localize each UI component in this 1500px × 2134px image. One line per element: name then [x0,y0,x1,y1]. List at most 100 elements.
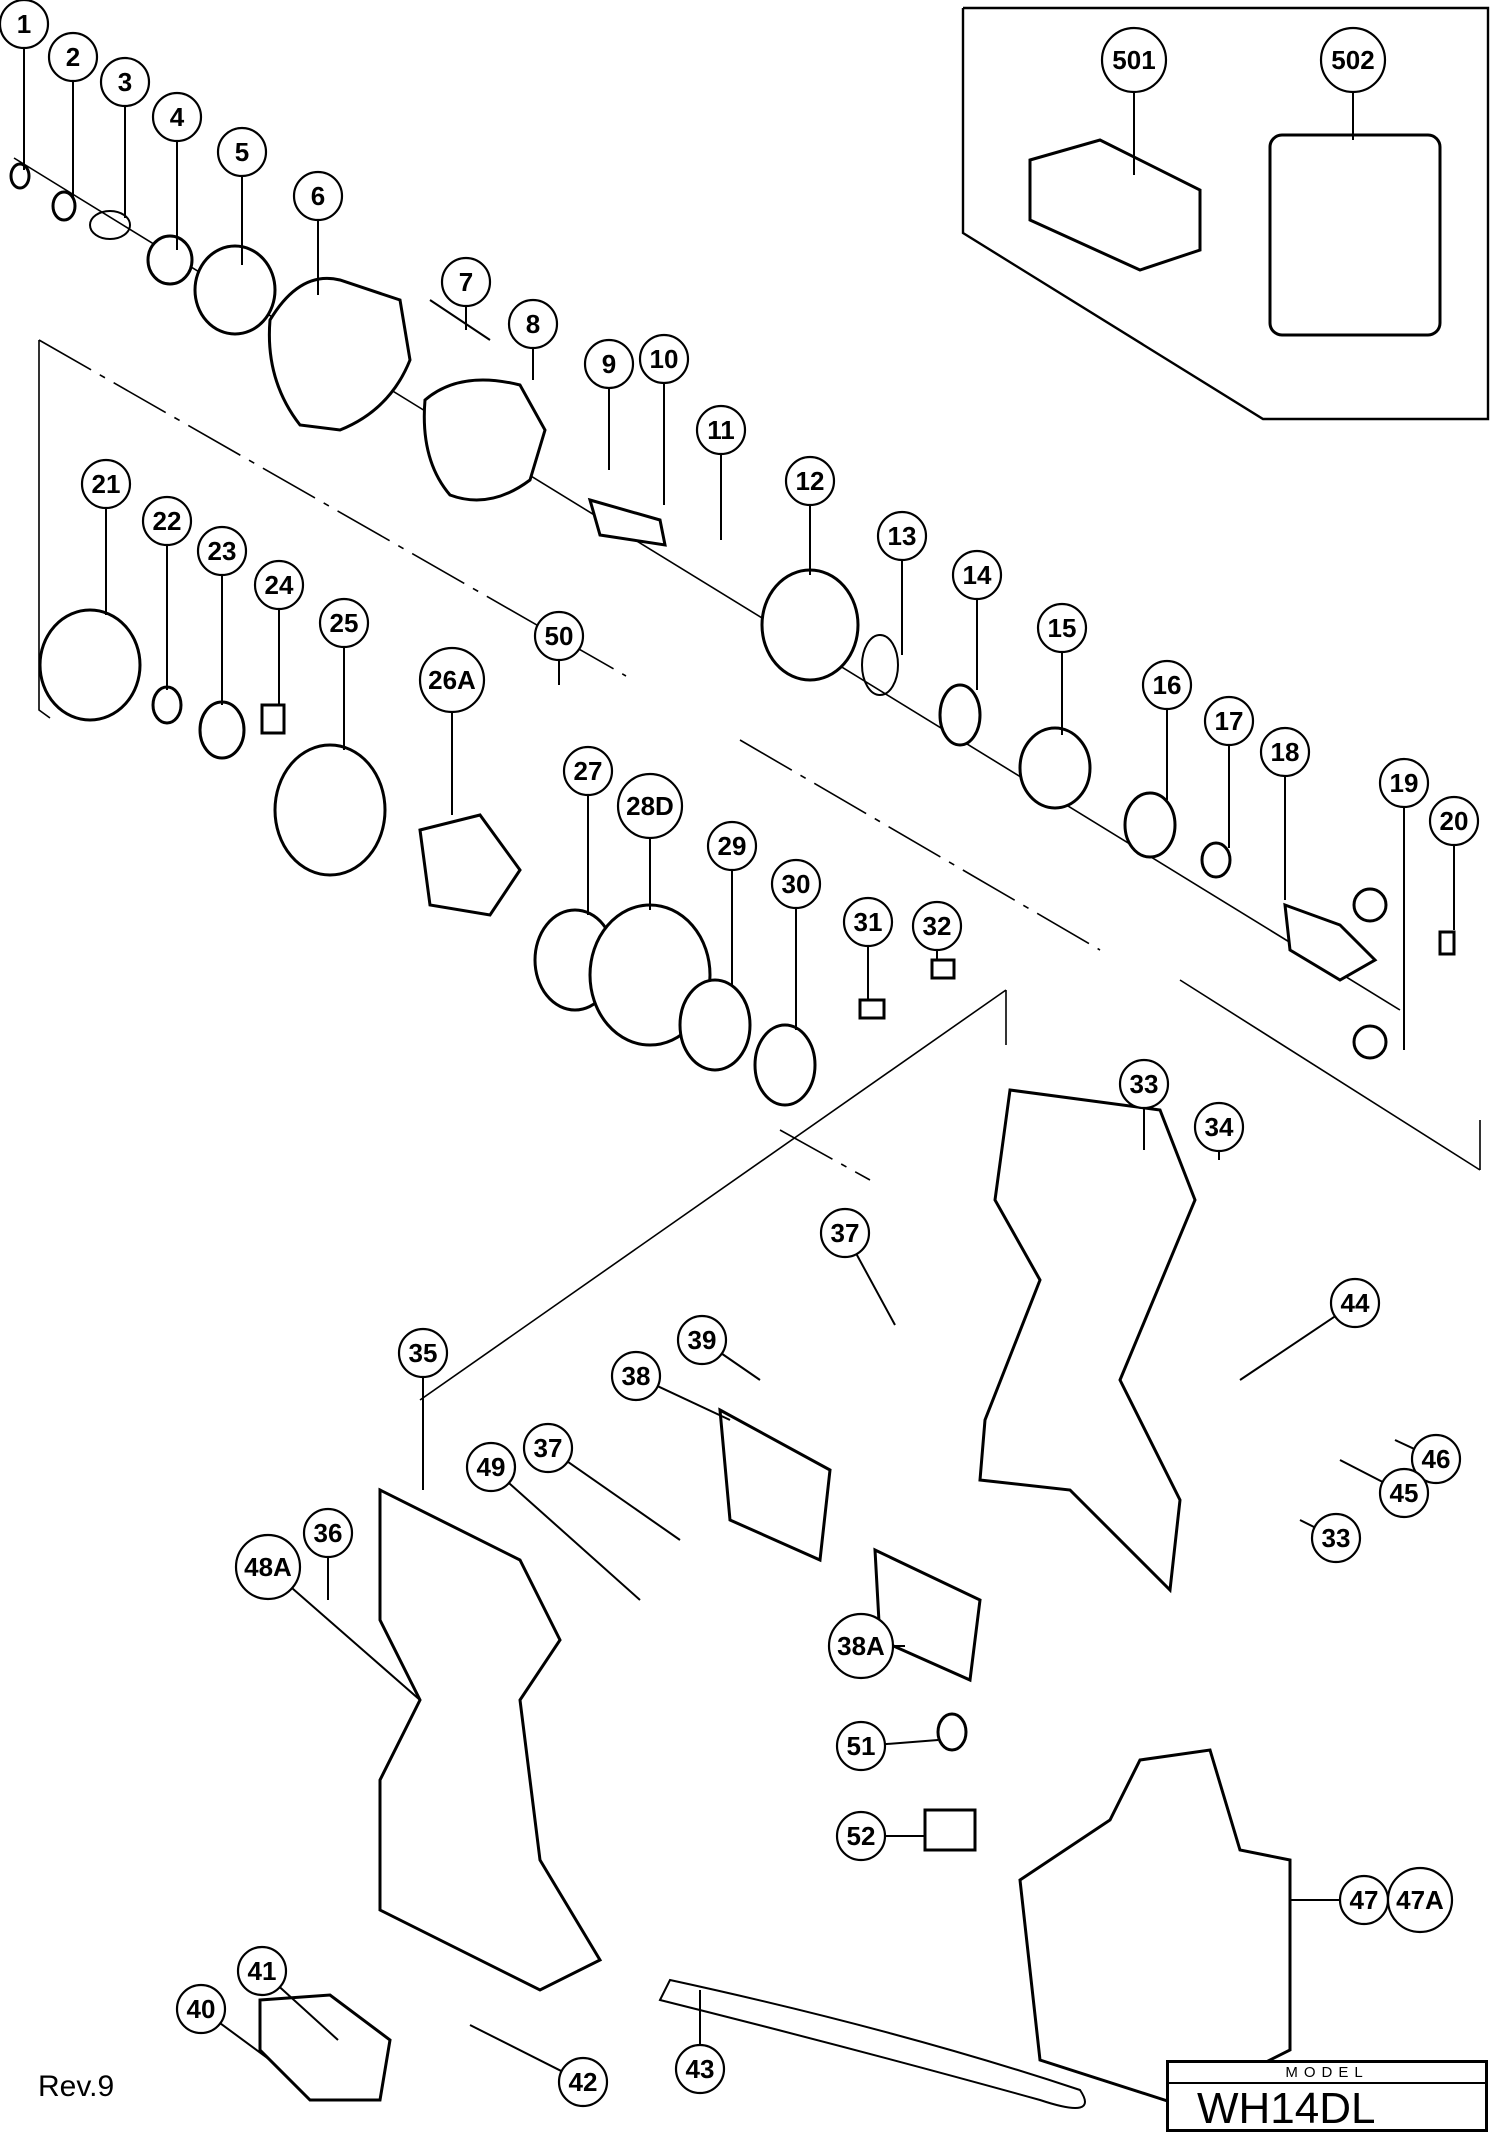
part-38-switch [718,1407,832,1563]
callout-number: 47 [1350,1885,1379,1915]
callout-number: 45 [1390,1478,1419,1508]
part-26A-armature [418,813,522,917]
callout-number: 37 [534,1433,563,1463]
part-24-clip [260,703,286,735]
model-box: MODEL WH14DL [1166,2060,1488,2133]
callout-50: 50 [533,610,585,685]
callout-circle [1329,1277,1381,1329]
callout-circle [784,455,836,507]
callout-number: 11 [707,415,735,445]
part-40-hook [258,1993,392,2102]
callout-circle [216,126,268,178]
callout-20: 20 [1428,795,1480,930]
leader-line [884,1739,939,1746]
callout-circle [835,1810,887,1862]
model-name: WH14DL [1197,2084,1376,2133]
leader-line [508,1482,641,1601]
callout-number: 13 [888,521,917,551]
callout-circle [234,1533,302,1601]
part-18-spindle [1283,902,1378,982]
callout-circle [583,338,635,390]
callout-circle [99,56,151,108]
callout-circle [1203,695,1255,747]
callout-number: 15 [1048,613,1077,643]
callout-circle [0,0,50,50]
callout-number: 26A [428,665,476,695]
callout-38A: 38A [827,1612,905,1680]
callout-number: 41 [248,1956,277,1986]
callout-circle [151,91,203,143]
callout-circle [1428,795,1480,847]
callout-24: 24 [253,559,305,705]
callout-32: 32 [911,900,963,960]
callout-circle [1410,1433,1462,1485]
leader-line [469,2024,563,2073]
callout-circle [835,1720,887,1772]
part-38A-switch [873,1547,982,1683]
callout-number: 20 [1440,806,1469,836]
callout-circle [876,510,928,562]
callout-number: 37 [831,1218,860,1248]
callout-circle [318,597,370,649]
callout-circle [302,1507,354,1559]
part-43-strap [658,1978,1086,2109]
part-51-connector [936,1712,968,1752]
callout-8: 8 [507,298,559,380]
callout-number: 38A [837,1631,885,1661]
callout-33: 33 [1118,1058,1170,1150]
part-20-pin [1438,930,1456,956]
callout-number: 9 [602,349,616,379]
callout-number: 8 [526,309,540,339]
callout-37: 37 [522,1422,681,1541]
callout-41: 41 [236,1945,339,2041]
callout-circle [253,559,305,611]
part-19-gear [1352,887,1388,923]
leader-line [279,1986,339,2041]
callout-40: 40 [175,1983,271,2061]
part-5-cap [193,244,277,336]
callout-33: 33 [1299,1512,1362,1564]
callout-7: 7 [440,256,492,330]
callout-43: 43 [674,1990,726,2095]
part-2-washer [51,190,77,222]
callout-circle [770,858,822,910]
callout-16: 16 [1141,659,1193,800]
callout-4: 4 [151,91,203,250]
callout-number: 30 [782,869,811,899]
assembly-axis-lines [13,157,1481,1401]
callout-number: 52 [847,1821,876,1851]
callout-5: 5 [216,126,268,265]
callout-circle [610,1350,662,1402]
callout-circle [695,404,747,456]
callout-44: 44 [1239,1277,1381,1381]
part-14-washer [938,683,982,747]
part-17-ring [1200,841,1232,879]
part-31-carbon-brush [858,998,886,1020]
part-52-terminal [923,1808,977,1852]
accessories-frame [961,6,1490,421]
callout-502: 502 [1319,26,1387,140]
callout-6: 6 [292,170,344,295]
callout-circle [819,1207,871,1259]
part-1-retaining-ring [9,162,31,190]
part-13-steel-ball [861,634,899,696]
leader-line [291,1587,421,1701]
callout-47: 47 [1290,1874,1390,1926]
callout-number: 2 [66,42,80,72]
part-502-carrying-case [1268,133,1442,337]
callout-circle [674,2043,726,2095]
part-32-brush-cap [930,958,956,980]
callout-number: 12 [796,466,825,496]
callout-47A: 47A [1386,1866,1454,1934]
callout-52: 52 [835,1810,925,1862]
model-heading: MODEL [1169,2063,1485,2084]
callout-34: 34 [1193,1101,1245,1160]
callout-number: 40 [187,1994,216,2024]
callout-2: 2 [47,31,99,198]
callout-number: 6 [311,181,325,211]
parts [9,133,1456,2109]
callout-22: 22 [141,495,193,690]
callout-number: 7 [459,267,473,297]
callout-number: 17 [1215,706,1244,736]
